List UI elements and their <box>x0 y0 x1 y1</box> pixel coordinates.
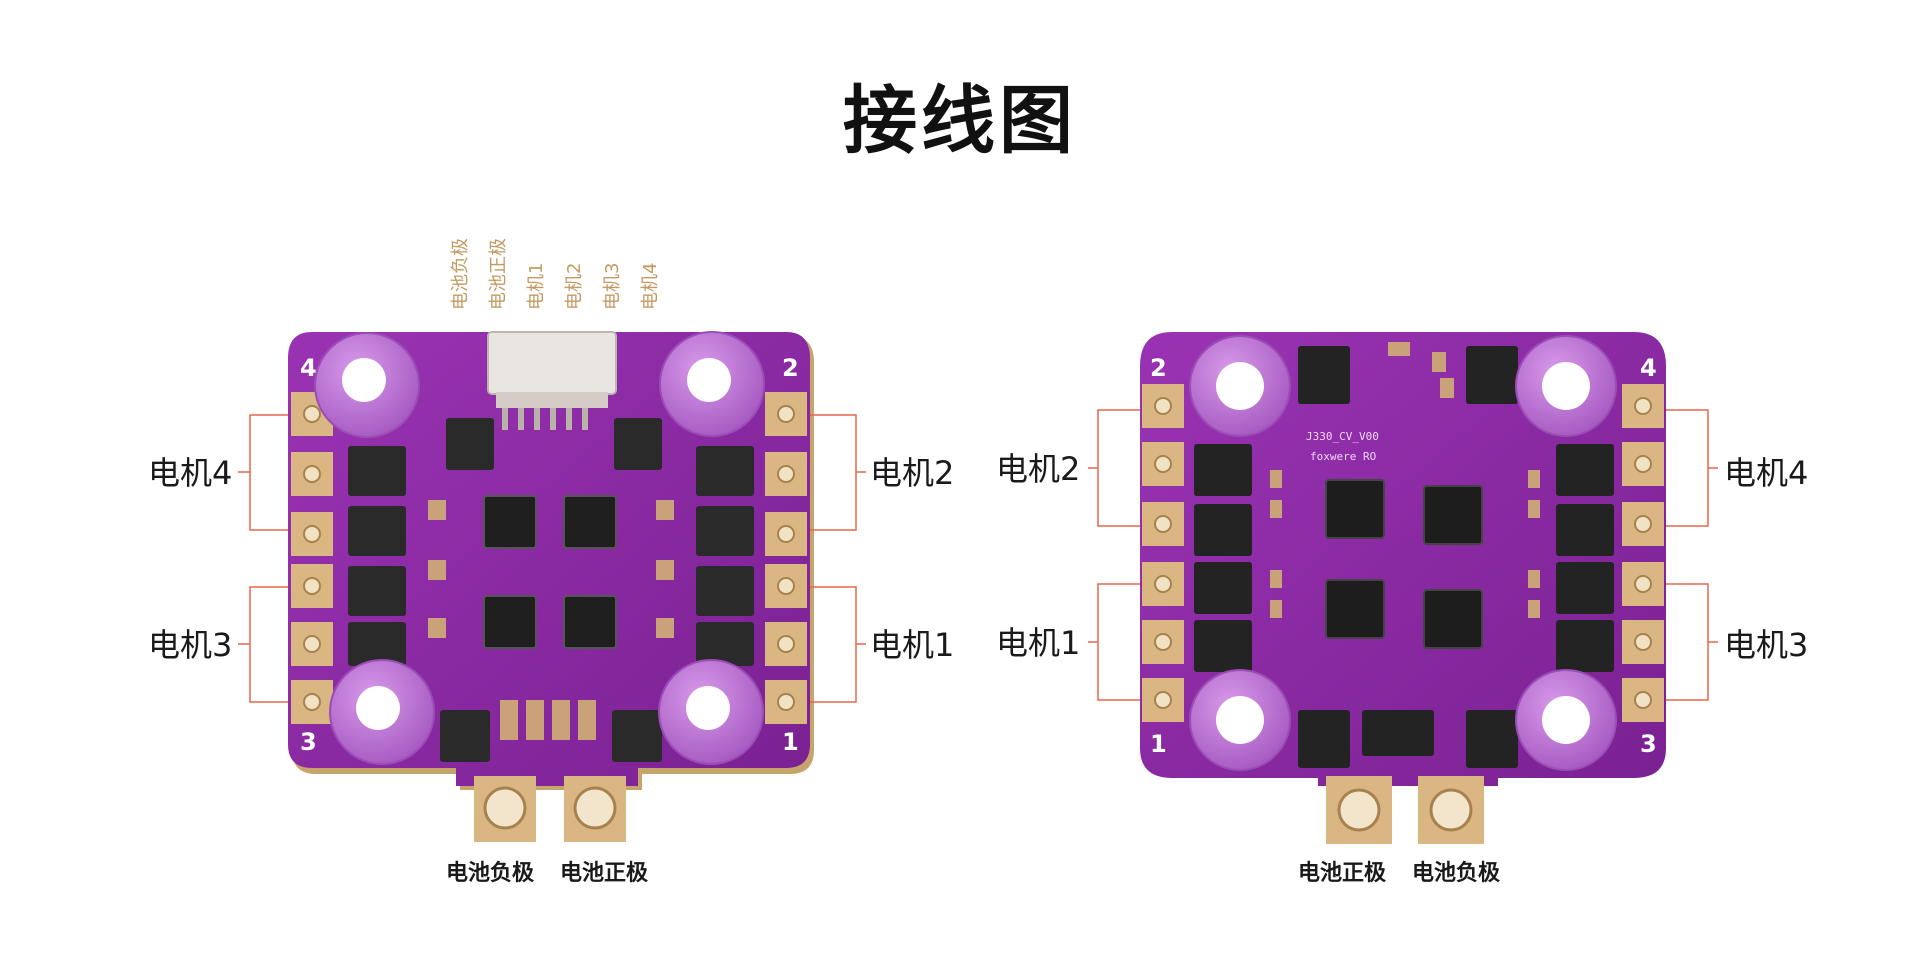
right-esc-board: J330_CV_V00 foxwere RO 2 4 1 3 <box>1088 332 1718 844</box>
left-connector-pins <box>502 408 588 430</box>
right-label-motor1: 电机1 <box>996 624 1080 662</box>
right-board-pcb <box>1140 332 1666 786</box>
left-corner-top-right: 2 <box>782 354 799 382</box>
right-board-pads-right <box>1622 384 1664 722</box>
left-label-motor1: 电机1 <box>870 626 954 664</box>
pin-label-motor3: 电机3 <box>602 263 623 310</box>
right-label-battery-negative: 电池负极 <box>1412 861 1501 886</box>
right-battery-pads <box>1326 776 1484 844</box>
left-esc-board: 4 2 3 1 <box>238 331 866 842</box>
left-corner-top-left: 4 <box>300 354 317 382</box>
pin-label-battery-negative: 电池负极 <box>450 238 471 310</box>
pin-label-motor4: 电机4 <box>640 263 661 310</box>
left-connector-housing <box>487 331 617 395</box>
left-board-passives <box>428 500 674 740</box>
page-title: 接线图 <box>843 78 1077 164</box>
left-board-pads-right <box>765 392 807 724</box>
left-label-motor2: 电机2 <box>870 454 954 492</box>
left-battery-pads <box>474 776 626 842</box>
right-label-motor2: 电机2 <box>996 450 1080 488</box>
right-board-standoffs <box>1189 335 1617 771</box>
pin-label-motor2: 电机2 <box>564 263 585 310</box>
right-corner-bottom-left: 1 <box>1150 730 1167 758</box>
right-silkscreen-line2: foxwere RO <box>1310 450 1376 463</box>
right-board-mcus <box>1325 479 1483 649</box>
left-label-battery-negative: 电池负极 <box>446 861 535 886</box>
pin-label-battery-positive: 电池正极 <box>488 238 509 310</box>
right-corner-bottom-right: 3 <box>1640 730 1657 758</box>
right-board-mosfets <box>1194 346 1614 768</box>
left-board-mosfets <box>348 418 754 762</box>
pin-label-motor1: 电机1 <box>526 263 547 310</box>
left-corner-bottom-left: 3 <box>300 728 317 756</box>
right-corner-top-right: 4 <box>1640 354 1657 382</box>
right-label-motor3: 电机3 <box>1724 626 1808 664</box>
right-board-passives <box>1270 342 1540 618</box>
left-board-pads-left <box>291 392 333 724</box>
left-board-standoffs <box>314 331 765 765</box>
connector-pin-labels: 电池负极 电池正极 电机1 电机2 电机3 电机4 <box>450 238 661 310</box>
right-corner-top-left: 2 <box>1150 354 1167 382</box>
left-label-motor3: 电机3 <box>148 626 232 664</box>
left-connector-base <box>496 392 608 408</box>
right-label-battery-positive: 电池正极 <box>1298 861 1387 886</box>
left-board-brackets <box>238 414 866 703</box>
left-label-motor4: 电机4 <box>148 454 232 492</box>
right-board-pads-left <box>1142 384 1184 722</box>
right-board-brackets <box>1088 409 1718 701</box>
left-corner-bottom-right: 1 <box>782 728 799 756</box>
left-label-battery-positive: 电池正极 <box>560 861 649 886</box>
right-label-motor4: 电机4 <box>1724 454 1808 492</box>
right-silkscreen-line1: J330_CV_V00 <box>1306 430 1379 443</box>
left-board-mcus <box>483 495 617 649</box>
